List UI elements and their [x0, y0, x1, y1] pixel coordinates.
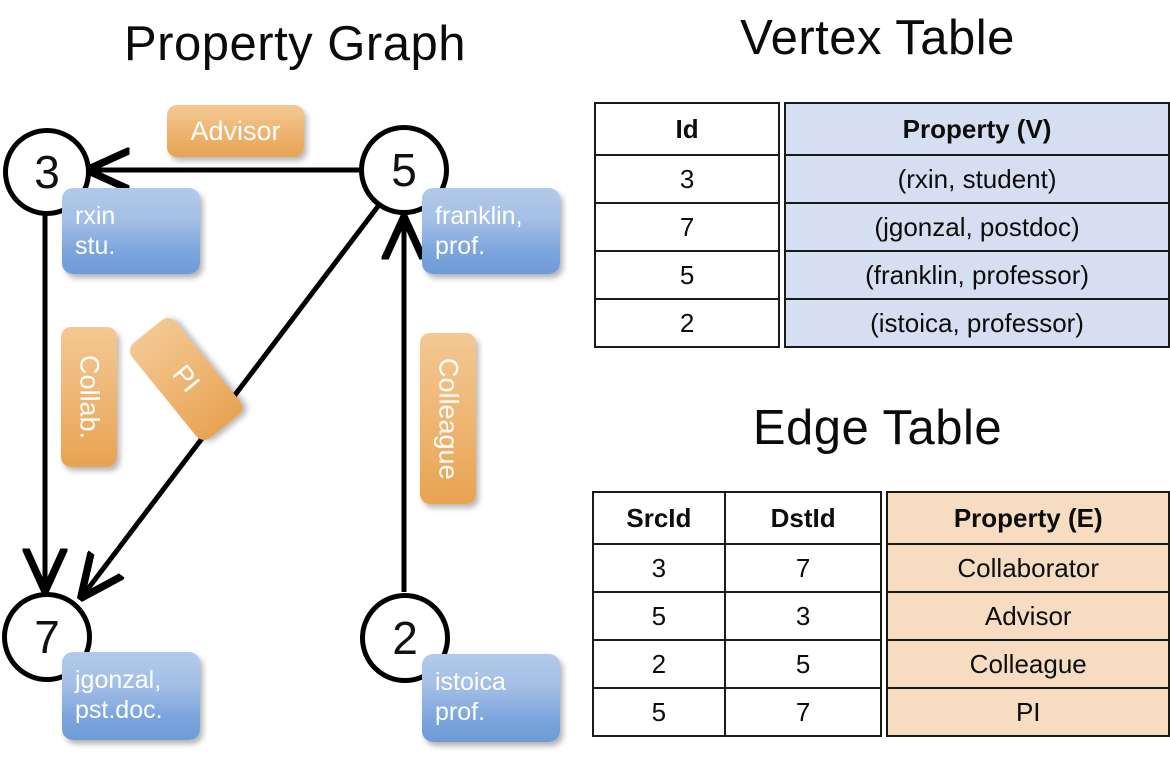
vertex-table-column-gap — [779, 299, 786, 347]
edge-label-collab-text: Collab. — [74, 354, 105, 440]
vertex-table-column-gap — [779, 103, 786, 155]
page-title-edge-table: Edge Table — [752, 401, 1003, 455]
edge-table-column-gap — [881, 544, 888, 592]
vertex-cell-id: 5 — [593, 250, 781, 300]
edge-table-column-gap — [881, 640, 888, 688]
node-property-rxin-line1: rxin — [75, 202, 116, 230]
vertex-table-column-gap — [779, 155, 786, 203]
edge-label-advisor-text: Advisor — [190, 115, 281, 146]
edge-cell-dstid: 3 — [723, 591, 883, 641]
edge-label-pi-text: PI — [166, 359, 207, 399]
edge-cell-property: PI — [886, 687, 1170, 737]
table-row[interactable]: 5 (franklin, professor) — [593, 250, 1170, 300]
vertex-cell-property: (jgonzal, postdoc) — [784, 202, 1170, 252]
edge-label-colleague: Colleague — [420, 333, 476, 504]
edge-table-header-srcid: SrcId — [592, 491, 726, 545]
edge-cell-dstid: 7 — [723, 687, 883, 737]
node-property-box-istoica: istoica prof. — [422, 654, 560, 742]
edge-label-colleague-text: Colleague — [433, 357, 464, 480]
table-row[interactable]: 3 (rxin, student) — [593, 154, 1170, 204]
edge-label-advisor: Advisor — [167, 105, 304, 157]
vertex-cell-property: (franklin, professor) — [784, 250, 1170, 300]
edge-cell-dstid: 5 — [723, 639, 883, 689]
node-property-istoica-line1: istoica — [435, 668, 506, 696]
edge-table-column-gap — [881, 592, 888, 640]
vertex-cell-property: (istoica, professor) — [784, 298, 1170, 348]
edge-cell-srcid: 5 — [592, 591, 726, 641]
vertex-cell-id: 7 — [593, 202, 781, 252]
vertex-table-header-id: Id — [593, 102, 781, 156]
vertex-table-header-property: Property (V) — [784, 102, 1170, 156]
vertex-table-column-gap — [779, 203, 786, 251]
page-title-vertex-table: Vertex Table — [740, 11, 1015, 65]
vertex-table: Id Property (V) 3 (rxin, student) 7 (jgo… — [593, 102, 1170, 348]
graph-node-5-label: 5 — [391, 144, 417, 196]
edge-cell-property: Colleague — [886, 639, 1170, 689]
edge-table-column-gap — [881, 492, 888, 544]
node-property-jgonzal-line2: pst.doc. — [75, 696, 163, 724]
graph-node-3-label: 3 — [34, 146, 60, 198]
vertex-cell-property: (rxin, student) — [784, 154, 1170, 204]
node-property-istoica-line2: prof. — [435, 698, 486, 726]
edge-label-collab: Collab. — [61, 327, 117, 467]
vertex-table-header-row: Id Property (V) — [593, 102, 1170, 156]
vertex-cell-id: 2 — [593, 298, 781, 348]
table-row[interactable]: 3 7 Collaborator — [592, 543, 1170, 593]
node-property-box-rxin: rxin stu. — [62, 188, 200, 274]
node-property-box-jgonzal: jgonzal, pst.doc. — [62, 652, 200, 740]
page-title-property-graph: Property Graph — [124, 17, 466, 71]
edge-table-header-dstid: DstId — [723, 491, 883, 545]
graph-node-7-label: 7 — [34, 611, 60, 663]
table-row[interactable]: 5 3 Advisor — [592, 591, 1170, 641]
node-property-jgonzal-line1: jgonzal, — [75, 666, 162, 694]
node-property-franklin-line1: franklin, — [435, 202, 523, 230]
graph-node-5[interactable]: 5 — [359, 125, 449, 215]
edge-cell-srcid: 2 — [592, 639, 726, 689]
node-property-box-franklin: franklin, prof. — [422, 188, 560, 274]
edge-cell-dstid: 7 — [723, 543, 883, 593]
table-row[interactable]: 7 (jgonzal, postdoc) — [593, 202, 1170, 252]
edge-cell-property: Advisor — [886, 591, 1170, 641]
edge-table-header-row: SrcId DstId Property (E) — [592, 491, 1170, 545]
table-row[interactable]: 2 5 Colleague — [592, 639, 1170, 689]
edge-table-header-property: Property (E) — [886, 491, 1170, 545]
edge-table-column-gap — [881, 688, 888, 736]
vertex-table-column-gap — [779, 251, 786, 299]
table-row[interactable]: 2 (istoica, professor) — [593, 298, 1170, 348]
table-row[interactable]: 5 7 PI — [592, 687, 1170, 737]
graph-node-2-label: 2 — [392, 612, 418, 664]
node-property-franklin-line2: prof. — [435, 232, 486, 260]
edge-cell-srcid: 3 — [592, 543, 726, 593]
edge-cell-property: Collaborator — [886, 543, 1170, 593]
edge-cell-srcid: 5 — [592, 687, 726, 737]
graph-node-2[interactable]: 2 — [360, 593, 450, 683]
property-graph-diagram: 3 5 7 2 rxin stu. franklin, prof. jgonza… — [2, 105, 560, 742]
edge-table: SrcId DstId Property (E) 3 7 Collaborato… — [592, 491, 1170, 737]
vertex-cell-id: 3 — [593, 154, 781, 204]
node-property-rxin-line2: stu. — [75, 232, 116, 260]
